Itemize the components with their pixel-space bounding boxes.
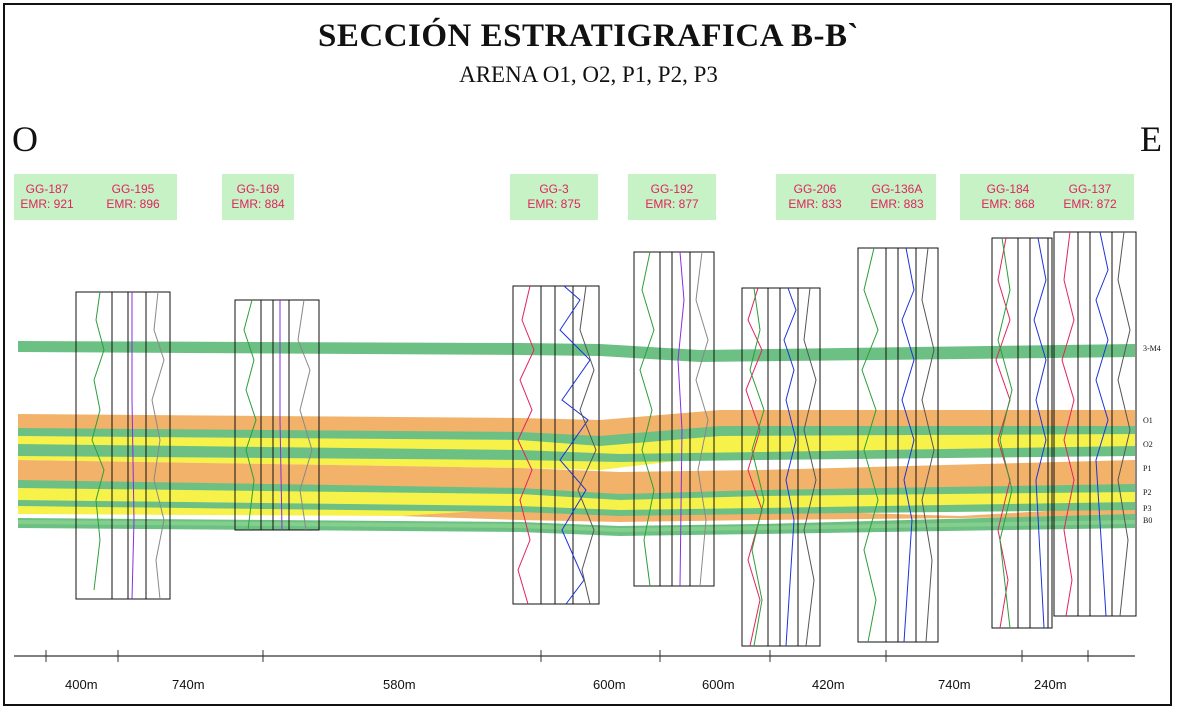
well-emr: EMR: 884 (231, 197, 285, 211)
well-log-gg-184 (991, 237, 1053, 629)
well-name: GG-192 (650, 182, 694, 196)
well-header-box (222, 174, 294, 220)
figure-frame (3, 3, 1172, 706)
distance-label: 740m (172, 677, 205, 692)
well-name: GG-3 (539, 182, 569, 196)
well-emr: EMR: 896 (106, 197, 160, 211)
shale-band-green (18, 480, 1135, 500)
distance-label: 400m (65, 677, 98, 692)
distance-label: 240m (1034, 677, 1067, 692)
well-emr: EMR: 875 (527, 197, 581, 211)
distance-label: 600m (593, 677, 626, 692)
distance-label: 740m (938, 677, 971, 692)
sand-label: O2 (1143, 440, 1153, 449)
well-name: GG-187 (25, 182, 69, 196)
shale-band-green (18, 341, 1135, 362)
distance-label: 420m (812, 677, 845, 692)
sand-band-yellow (18, 428, 1135, 470)
well-emr: EMR: 833 (788, 197, 842, 211)
sand-label: P2 (1143, 488, 1152, 497)
sand-label: B0 (1143, 516, 1153, 525)
well-header-box (14, 174, 177, 220)
well-header-box (510, 174, 598, 220)
well-log-gg-3 (512, 285, 600, 605)
shale-band-green (18, 514, 1135, 536)
well-name: GG-169 (236, 182, 280, 196)
well-name: GG-195 (111, 182, 155, 196)
well-header-box (776, 174, 936, 220)
well-log-gg-187 (75, 291, 171, 600)
well-emr: EMR: 872 (1063, 197, 1117, 211)
sand-band-orange (18, 460, 1135, 496)
distance-label: 600m (702, 677, 735, 692)
sand-label: P1 (1143, 464, 1152, 473)
well-log-gg-137 (1053, 231, 1137, 617)
section-subtitle: ARENA O1, O2, P1, P2, P3 (459, 62, 718, 87)
section-title: SECCIÓN ESTRATIGRAFICA B-B` (318, 18, 859, 54)
well-name: GG-137 (1068, 182, 1112, 196)
shale-band-green (18, 500, 1135, 516)
well-emr: EMR: 883 (870, 197, 924, 211)
well-log-gg-136a (857, 247, 939, 643)
well-emr: EMR: 877 (645, 197, 699, 211)
well-name: GG-136A (871, 182, 923, 196)
well-emr: EMR: 921 (20, 197, 74, 211)
well-header-box (960, 174, 1134, 220)
well-log-gg-169 (234, 299, 320, 531)
shale-band-green (18, 520, 1135, 532)
sand-label: 3-M4 (1143, 344, 1161, 353)
well-header-box (628, 174, 716, 220)
shale-band-green (18, 444, 1135, 462)
sand-label: P3 (1143, 504, 1152, 513)
direction-west-label: O (12, 119, 38, 159)
well-log-gg-206 (741, 287, 821, 647)
sand-label: O1 (1143, 416, 1153, 425)
distance-label: 580m (383, 677, 416, 692)
well-emr: EMR: 868 (981, 197, 1035, 211)
well-name: GG-206 (793, 182, 837, 196)
well-log-gg-192 (633, 251, 715, 587)
well-name: GG-184 (986, 182, 1030, 196)
direction-east-label: E (1140, 119, 1162, 159)
